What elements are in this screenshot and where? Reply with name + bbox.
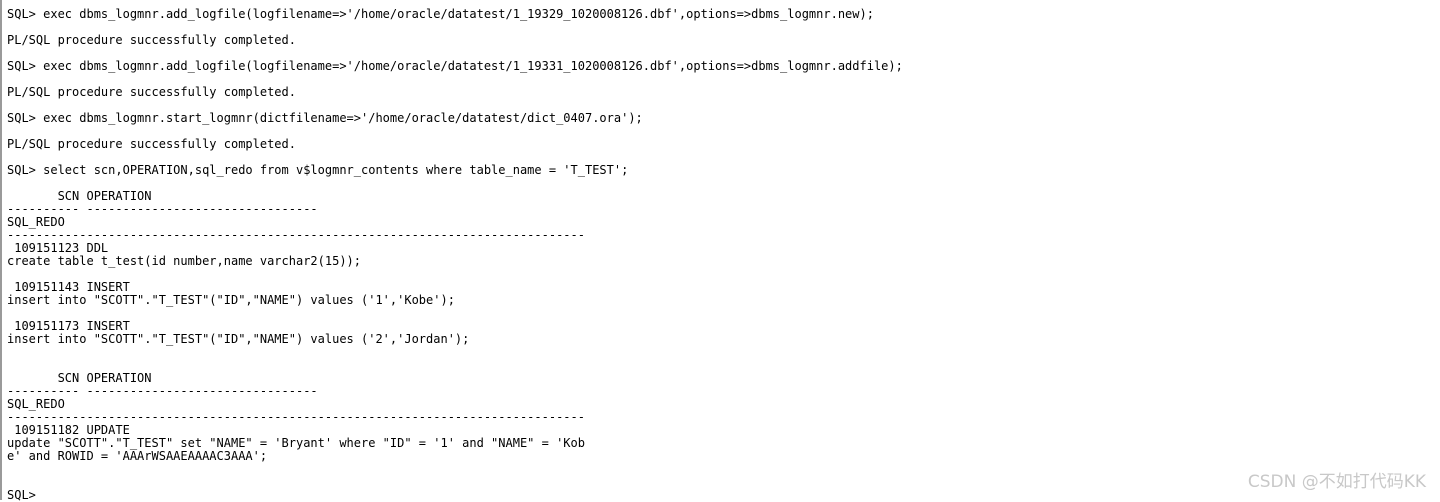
- result-row-sql-redo: create table t_test(id number,name varch…: [7, 254, 362, 268]
- result-row-scn-operation: 109151182 UPDATE: [7, 423, 130, 437]
- result-header-separator: ---------- -----------------------------…: [7, 202, 318, 216]
- result-header-separator: ---------- -----------------------------…: [7, 384, 318, 398]
- sql-prompt[interactable]: SQL>: [7, 488, 36, 502]
- result-column-header: SCN OPERATION: [7, 189, 152, 203]
- result-row-sql-redo-continued: e' and ROWID = 'AAArWSAAEAAAAC3AAA';: [7, 449, 268, 463]
- result-column-header-sql-redo: SQL_REDO: [7, 215, 65, 229]
- procedure-completed-message: PL/SQL procedure successfully completed.: [7, 137, 296, 151]
- command-line-start-logmnr: SQL> exec dbms_logmnr.start_logmnr(dictf…: [7, 111, 643, 125]
- result-row-scn-operation: 109151123 DDL: [7, 241, 109, 255]
- procedure-completed-message: PL/SQL procedure successfully completed.: [7, 33, 296, 47]
- result-row-sql-redo: update "SCOTT"."T_TEST" set "NAME" = 'Br…: [7, 436, 585, 450]
- result-column-header: SCN OPERATION: [7, 371, 152, 385]
- result-row-sql-redo: insert into "SCOTT"."T_TEST"("ID","NAME"…: [7, 293, 455, 307]
- result-header-separator-long: ----------------------------------------…: [7, 228, 585, 242]
- result-row-scn-operation: 109151173 INSERT: [7, 319, 130, 333]
- result-row-scn-operation: 109151143 INSERT: [7, 280, 130, 294]
- command-line-add-logfile-new: SQL> exec dbms_logmnr.add_logfile(logfil…: [7, 7, 874, 21]
- result-column-header-sql-redo: SQL_REDO: [7, 397, 65, 411]
- command-line-select-query: SQL> select scn,OPERATION,sql_redo from …: [7, 163, 629, 177]
- csdn-watermark: CSDN @不如打代码KK: [1247, 472, 1426, 492]
- result-row-sql-redo: insert into "SCOTT"."T_TEST"("ID","NAME"…: [7, 332, 470, 346]
- result-header-separator-long: ----------------------------------------…: [7, 410, 585, 424]
- procedure-completed-message: PL/SQL procedure successfully completed.: [7, 85, 296, 99]
- command-line-add-logfile-addfile: SQL> exec dbms_logmnr.add_logfile(logfil…: [7, 59, 903, 73]
